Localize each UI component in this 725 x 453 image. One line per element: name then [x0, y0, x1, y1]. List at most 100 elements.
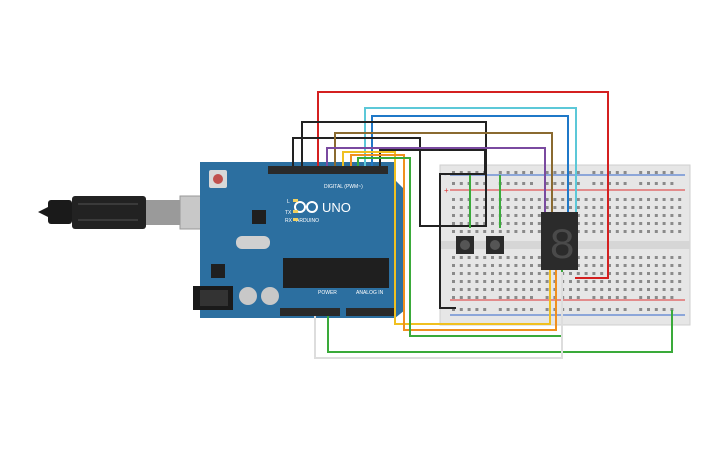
breadboard-hole[interactable] [491, 288, 494, 291]
breadboard-hole[interactable] [600, 214, 604, 217]
breadboard-hole[interactable] [662, 288, 666, 291]
breadboard-hole[interactable] [639, 272, 643, 275]
breadboard-hole[interactable] [631, 280, 635, 283]
breadboard-hole[interactable] [615, 198, 619, 201]
rail-hole[interactable] [600, 171, 604, 174]
breadboard-hole[interactable] [600, 280, 604, 283]
breadboard-hole[interactable] [678, 256, 682, 259]
breadboard-hole[interactable] [522, 198, 526, 201]
rail-hole[interactable] [623, 308, 627, 311]
breadboard-hole[interactable] [522, 230, 526, 233]
breadboard-hole[interactable] [647, 280, 650, 283]
breadboard-hole[interactable] [662, 206, 666, 209]
breadboard-hole[interactable] [608, 222, 611, 225]
breadboard-hole[interactable] [615, 230, 619, 233]
rail-hole[interactable] [506, 296, 510, 299]
rail-hole[interactable] [514, 296, 518, 299]
breadboard-hole[interactable] [530, 206, 533, 209]
breadboard-hole[interactable] [530, 230, 533, 233]
rail-hole[interactable] [662, 308, 666, 311]
breadboard-hole[interactable] [662, 264, 666, 267]
breadboard-hole[interactable] [608, 264, 611, 267]
breadboard-hole[interactable] [530, 272, 533, 275]
breadboard-hole[interactable] [631, 256, 635, 259]
rail-hole[interactable] [623, 182, 627, 185]
breadboard-hole[interactable] [670, 256, 674, 259]
rail-hole[interactable] [452, 171, 455, 174]
rail-hole[interactable] [654, 171, 658, 174]
breadboard-hole[interactable] [514, 272, 518, 275]
breadboard-hole[interactable] [522, 272, 526, 275]
rail-hole[interactable] [475, 171, 479, 174]
breadboard-hole[interactable] [678, 198, 682, 201]
breadboard-hole[interactable] [584, 288, 588, 291]
rail-hole[interactable] [530, 182, 533, 185]
breadboard-hole[interactable] [592, 230, 596, 233]
breadboard-hole[interactable] [475, 222, 479, 225]
breadboard-hole[interactable] [584, 222, 588, 225]
rail-hole[interactable] [670, 171, 674, 174]
breadboard-hole[interactable] [498, 272, 502, 275]
breadboard-hole[interactable] [537, 214, 541, 217]
breadboard-hole[interactable] [483, 264, 487, 267]
breadboard-hole[interactable] [615, 214, 619, 217]
breadboard-hole[interactable] [452, 230, 455, 233]
breadboard-hole[interactable] [553, 206, 557, 209]
breadboard-hole[interactable] [647, 214, 650, 217]
breadboard-hole[interactable] [467, 272, 471, 275]
breadboard-hole[interactable] [670, 288, 674, 291]
breadboard-hole[interactable] [459, 230, 463, 233]
breadboard-hole[interactable] [678, 288, 682, 291]
breadboard-hole[interactable] [452, 264, 455, 267]
breadboard-hole[interactable] [654, 256, 658, 259]
breadboard-hole[interactable] [584, 230, 588, 233]
breadboard-hole[interactable] [608, 280, 611, 283]
breadboard-hole[interactable] [483, 198, 487, 201]
breadboard-hole[interactable] [522, 288, 526, 291]
breadboard-hole[interactable] [670, 264, 674, 267]
breadboard-hole[interactable] [647, 264, 650, 267]
breadboard-hole[interactable] [584, 256, 588, 259]
breadboard-hole[interactable] [530, 280, 533, 283]
wire-yellow[interactable] [342, 151, 551, 325]
breadboard-hole[interactable] [623, 206, 627, 209]
rail-hole[interactable] [561, 182, 565, 185]
breadboard-hole[interactable] [467, 288, 471, 291]
wire-black-2[interactable] [292, 137, 456, 227]
breadboard-hole[interactable] [592, 214, 596, 217]
breadboard-hole[interactable] [592, 206, 596, 209]
rail-hole[interactable] [662, 296, 666, 299]
rail-hole[interactable] [459, 182, 463, 185]
rail-hole[interactable] [592, 182, 596, 185]
rail-hole[interactable] [600, 296, 604, 299]
breadboard-hole[interactable] [475, 280, 479, 283]
rail-hole[interactable] [459, 296, 463, 299]
rail-hole[interactable] [576, 182, 580, 185]
rail-hole[interactable] [475, 308, 479, 311]
breadboard-hole[interactable] [654, 280, 658, 283]
breadboard-hole[interactable] [553, 288, 557, 291]
rail-hole[interactable] [569, 308, 572, 311]
breadboard-hole[interactable] [514, 206, 518, 209]
breadboard-hole[interactable] [569, 198, 572, 201]
rail-hole[interactable] [670, 182, 674, 185]
rail-hole[interactable] [647, 308, 650, 311]
breadboard-hole[interactable] [631, 206, 635, 209]
breadboard-hole[interactable] [639, 256, 643, 259]
breadboard-hole[interactable] [452, 256, 455, 259]
rail-hole[interactable] [467, 171, 471, 174]
breadboard-hole[interactable] [576, 280, 580, 283]
breadboard-hole[interactable] [654, 198, 658, 201]
rail-hole[interactable] [475, 182, 479, 185]
breadboard-hole[interactable] [459, 256, 463, 259]
breadboard-hole[interactable] [584, 214, 588, 217]
breadboard-hole[interactable] [678, 222, 682, 225]
breadboard-hole[interactable] [553, 272, 557, 275]
rail-hole[interactable] [530, 296, 533, 299]
rail-hole[interactable] [615, 308, 619, 311]
breadboard-hole[interactable] [475, 214, 479, 217]
rail-hole[interactable] [600, 308, 604, 311]
breadboard-hole[interactable] [545, 206, 549, 209]
rail-hole[interactable] [498, 171, 502, 174]
breadboard-hole[interactable] [592, 222, 596, 225]
